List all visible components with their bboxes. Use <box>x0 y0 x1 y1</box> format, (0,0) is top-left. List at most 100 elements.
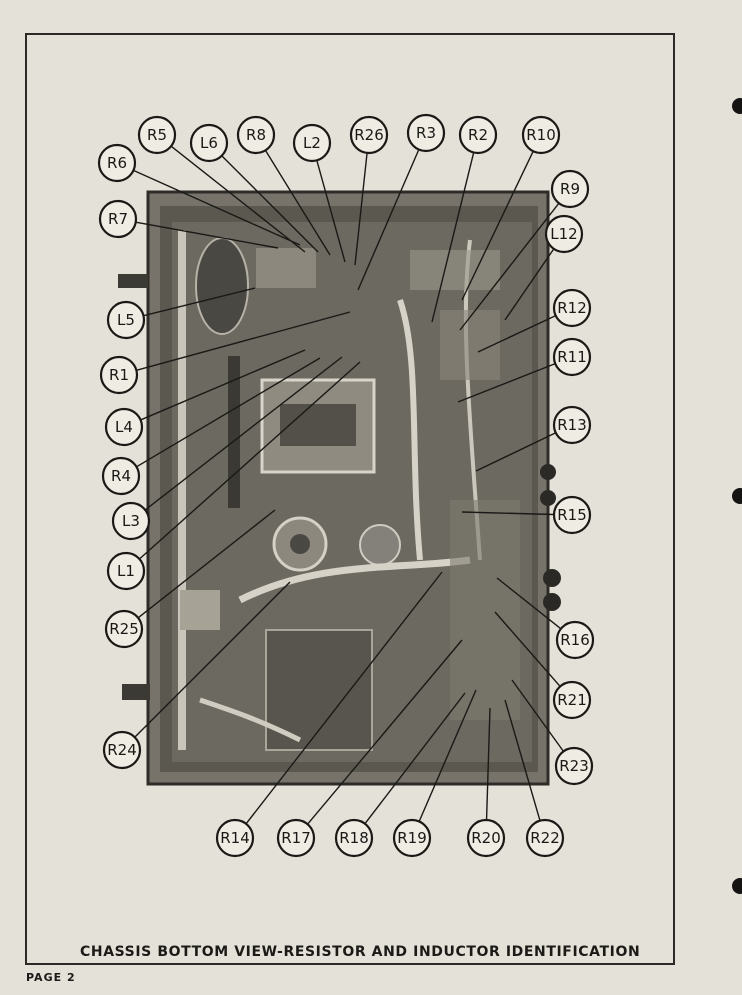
callout-text: R15 <box>557 506 587 524</box>
callout-l5: L5 <box>106 300 146 340</box>
callout-l3: L3 <box>111 501 151 541</box>
callout-r23: R23 <box>554 746 594 786</box>
leader-line <box>504 699 541 821</box>
callout-text: R25 <box>109 620 139 638</box>
leader-line <box>431 152 475 323</box>
callout-text: L5 <box>117 311 135 329</box>
callout-r4: R4 <box>101 456 141 496</box>
callout-l2: L2 <box>292 123 332 163</box>
callout-circle <box>554 746 594 786</box>
leader-line <box>143 287 256 317</box>
leader-line <box>137 509 276 619</box>
leader-line <box>459 202 560 331</box>
binder-hole <box>732 98 742 114</box>
callout-l12: L12 <box>544 214 584 254</box>
callout-text: R14 <box>220 829 250 847</box>
leader-line <box>316 160 346 263</box>
leader-line <box>504 248 555 321</box>
callout-text: R6 <box>107 154 127 172</box>
callout-text: R18 <box>339 829 369 847</box>
leader-line <box>475 432 557 472</box>
callout-text: R2 <box>468 126 488 144</box>
callout-circle <box>521 115 561 155</box>
callout-circle <box>544 214 584 254</box>
callout-r3: R3 <box>406 113 446 153</box>
binder-hole <box>732 488 742 504</box>
callout-r25: R25 <box>104 609 144 649</box>
callout-circle <box>236 115 276 155</box>
callout-circle <box>349 115 389 155</box>
callout-r21: R21 <box>552 680 592 720</box>
callout-circle <box>334 818 374 858</box>
callout-text: R22 <box>530 829 560 847</box>
callout-circle <box>137 115 177 155</box>
callout-text: R11 <box>557 348 587 366</box>
callout-r1: R1 <box>99 355 139 395</box>
leader-line <box>354 152 368 266</box>
callout-text: R23 <box>559 757 589 775</box>
callout-circle <box>552 288 592 328</box>
callout-text: R4 <box>111 467 131 485</box>
callout-circle <box>555 620 595 660</box>
callout-circle <box>552 680 592 720</box>
callout-r7: R7 <box>98 199 138 239</box>
leader-line <box>477 314 556 353</box>
callout-circle <box>97 143 137 183</box>
callout-circle <box>458 115 498 155</box>
callout-text: L6 <box>200 134 218 152</box>
leader-line <box>136 357 321 468</box>
leader-line <box>364 692 466 825</box>
callout-text: R19 <box>397 829 427 847</box>
callout-r17: R17 <box>276 818 316 858</box>
callout-r24: R24 <box>102 730 142 770</box>
callout-circle <box>392 818 432 858</box>
leader-line <box>135 221 279 249</box>
leader-line <box>307 639 463 825</box>
callout-circle <box>111 501 151 541</box>
figure-caption: CHASSIS BOTTOM VIEW-RESISTOR AND INDUCTO… <box>80 944 641 960</box>
callout-text: L12 <box>550 225 577 243</box>
callout-text: L4 <box>115 418 133 436</box>
callout-l6: L6 <box>189 123 229 163</box>
callout-r14: R14 <box>215 818 255 858</box>
callout-r16: R16 <box>555 620 595 660</box>
chassis-photo <box>118 190 561 786</box>
callout-r10: R10 <box>521 115 561 155</box>
callout-circle <box>466 818 506 858</box>
callout-r22: R22 <box>525 818 565 858</box>
leader-line <box>170 145 306 253</box>
callout-circle <box>98 199 138 239</box>
callout-r8: R8 <box>236 115 276 155</box>
callout-circle <box>101 456 141 496</box>
callout-circle <box>276 818 316 858</box>
binder-hole <box>732 878 742 894</box>
callout-text: R13 <box>557 416 587 434</box>
leader-line <box>357 149 420 291</box>
page-number: PAGE 2 <box>26 971 76 984</box>
callout-r9: R9 <box>550 169 590 209</box>
leader-line <box>134 581 291 738</box>
leader-line <box>138 361 361 560</box>
callout-text: L2 <box>303 134 321 152</box>
callout-l1: L1 <box>106 551 146 591</box>
leader-line <box>140 349 306 421</box>
leader-line <box>136 311 351 371</box>
callout-r13: R13 <box>552 405 592 445</box>
callout-r11: R11 <box>552 337 592 377</box>
callout-text: L3 <box>122 512 140 530</box>
callout-r6: R6 <box>97 143 137 183</box>
callout-text: R26 <box>354 126 384 144</box>
leader-line <box>418 689 477 822</box>
callout-circle <box>292 123 332 163</box>
callout-text: R16 <box>560 631 590 649</box>
leader-line <box>461 511 555 516</box>
callout-text: R8 <box>246 126 266 144</box>
callout-r2: R2 <box>458 115 498 155</box>
callout-circle <box>99 355 139 395</box>
callout-text: R5 <box>147 126 167 144</box>
callout-circle <box>525 818 565 858</box>
leader-line <box>496 577 562 630</box>
callout-circle <box>552 405 592 445</box>
